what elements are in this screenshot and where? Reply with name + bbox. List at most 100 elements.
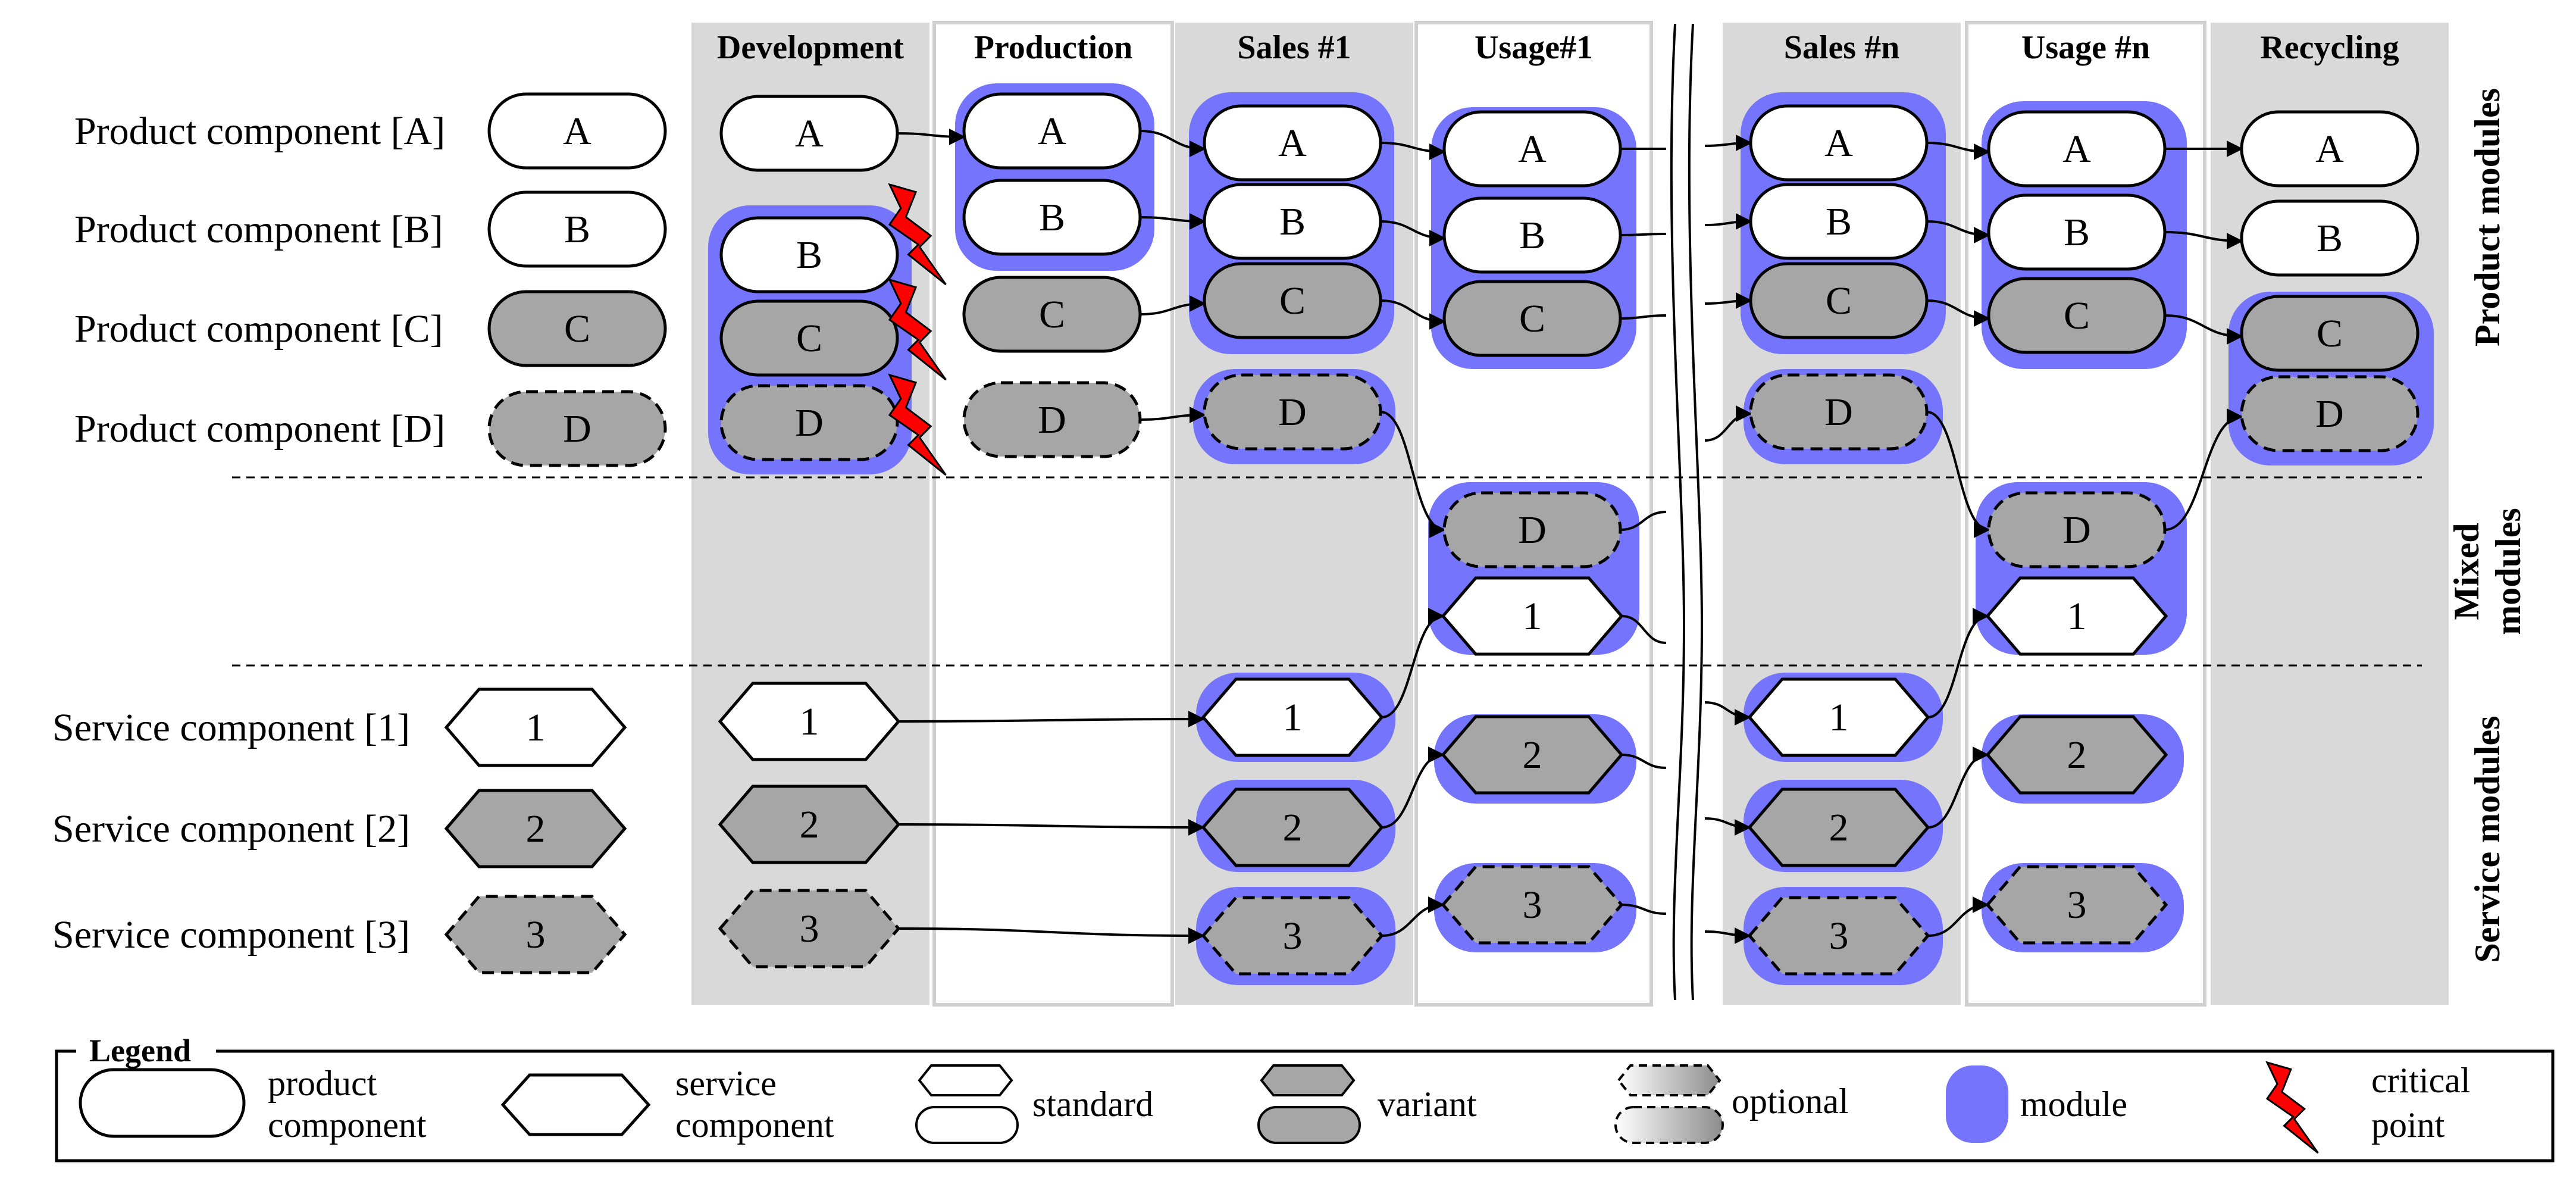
- component-2-1: 2: [718, 785, 901, 864]
- product-component-label-c: Product component [C]: [74, 307, 443, 351]
- svg-text:B: B: [2317, 217, 2343, 260]
- component-3-14: 3: [1985, 865, 2168, 945]
- connector-d-salesn-usagen: [1926, 411, 1990, 538]
- legend-variant-label: variant: [1378, 1085, 1477, 1124]
- svg-text:D: D: [1038, 398, 1066, 442]
- component-d-23: D: [1987, 491, 2167, 568]
- service-component-label-1: Service component [1]: [52, 706, 410, 749]
- component-a-24: A: [2240, 110, 2420, 188]
- connector-c-prod-sales1: [1140, 295, 1206, 315]
- lightning-bolt-icon-2: [888, 278, 947, 381]
- component-c-18: C: [1749, 262, 1929, 339]
- svg-text:C: C: [564, 307, 590, 351]
- connector-b-usagen-recycling: [2164, 231, 2243, 249]
- lightning-bolt-icon-3: [888, 373, 947, 476]
- svg-text:B: B: [1826, 200, 1852, 243]
- component-d-19: D: [1749, 373, 1929, 451]
- component-1-6: 1: [1441, 576, 1624, 656]
- svg-text:C: C: [1279, 279, 1306, 323]
- legend-product-c: C: [487, 290, 667, 367]
- svg-text:A: A: [1278, 121, 1307, 165]
- component-d-11: D: [1203, 373, 1382, 451]
- component-c-6: C: [962, 276, 1142, 353]
- component-d-15: D: [1442, 491, 1622, 568]
- component-b-1: B: [719, 216, 899, 293]
- connector-a-break-salesn: [1704, 135, 1752, 152]
- component-a-20: A: [1987, 110, 2167, 188]
- component-1-0: 1: [718, 682, 901, 761]
- column-header-1: Production: [974, 29, 1133, 66]
- service-component-label-2: Service component [2]: [52, 807, 410, 851]
- svg-text:2: 2: [1829, 806, 1849, 849]
- connector-c-usagen-recycling: [2164, 314, 2243, 345]
- svg-text:2: 2: [526, 807, 546, 851]
- component-c-14: C: [1442, 280, 1622, 357]
- svg-text:B: B: [1039, 196, 1065, 239]
- left-labels: Product component [A]Product component […: [52, 110, 445, 957]
- product-component-label-b: Product component [B]: [74, 208, 443, 251]
- legend-service-1: 1: [444, 688, 627, 767]
- connector-1-break-salesn: [1704, 701, 1751, 726]
- legend-standard-pill: [915, 1106, 1019, 1144]
- svg-text:2: 2: [800, 803, 819, 846]
- legend-product-line1: product: [268, 1064, 377, 1103]
- component-b-21: B: [1987, 193, 2167, 271]
- component-c-10: C: [1203, 262, 1382, 339]
- legend-critical-line2: point: [2371, 1105, 2445, 1145]
- connector-a-prod-sales1: [1140, 130, 1206, 157]
- component-c-2: C: [719, 299, 899, 377]
- legend-product-line2: component: [268, 1105, 427, 1145]
- connector-2-usage1-break: [1621, 754, 1667, 769]
- svg-text:D: D: [2062, 508, 2091, 552]
- connector-b-sales1-usage1: [1380, 220, 1446, 246]
- legend-optional-pill: [1614, 1106, 1724, 1144]
- svg-text:3: 3: [1523, 883, 1542, 927]
- legend-module-shape: [1946, 1065, 2008, 1143]
- svg-text:C: C: [1826, 279, 1852, 323]
- component-d-7: D: [962, 381, 1142, 458]
- svg-text:D: D: [1278, 390, 1307, 434]
- column-header-5: Usage #n: [2021, 29, 2150, 66]
- connector-d-break-salesn: [1704, 405, 1752, 442]
- connector-a-salesn-usagen: [1926, 142, 1990, 160]
- connector-1-dev-sales1: [898, 711, 1205, 728]
- svg-text:1: 1: [1829, 696, 1849, 739]
- svg-text:2: 2: [1523, 733, 1542, 777]
- legend-standard-label: standard: [1032, 1085, 1153, 1124]
- connector-b-break-salesn: [1704, 213, 1752, 230]
- svg-text:D: D: [1824, 390, 1853, 434]
- component-2-7: 2: [1441, 715, 1624, 795]
- connector-3-salesn-usagen: [1927, 896, 1989, 937]
- component-d-27: D: [2240, 375, 2420, 452]
- time-break: [1670, 23, 1704, 1001]
- component-1-12: 1: [1985, 576, 2168, 656]
- component-2-10: 2: [1747, 788, 1930, 867]
- connector-3-break-salesn: [1704, 927, 1751, 944]
- connector-b-salesn-usagen: [1926, 220, 1990, 243]
- label-mixed-modules-1: Mixed: [2447, 523, 2486, 620]
- connector-c-salesn-usagen: [1926, 299, 1990, 327]
- component-a-4: A: [962, 92, 1142, 170]
- column-header-3: Usage#1: [1475, 29, 1593, 66]
- lightning-bolt-icon: [2265, 1061, 2319, 1154]
- connector-a-dev-prod: [897, 128, 966, 145]
- connector-3-sales1-usage1: [1381, 896, 1445, 937]
- legend-standard-hex: [918, 1064, 1013, 1096]
- label-product-modules: Product modules: [2468, 88, 2507, 346]
- component-b-13: B: [1442, 196, 1622, 274]
- connector-c-break-salesn: [1704, 292, 1752, 310]
- column-header-4: Sales #n: [1784, 29, 1900, 66]
- component-d-3: D: [719, 384, 899, 461]
- svg-text:A: A: [2315, 127, 2344, 171]
- svg-text:C: C: [1039, 293, 1065, 336]
- label-service-modules: Service modules: [2468, 716, 2507, 963]
- component-3-2: 3: [718, 889, 901, 968]
- connector-1-sales1-usage1: [1381, 608, 1445, 718]
- component-b-5: B: [962, 179, 1142, 256]
- component-b-9: B: [1203, 183, 1382, 260]
- connector-b-usage1-break: [1620, 233, 1667, 236]
- lightning-bolt-icon-1: [888, 183, 947, 286]
- svg-text:D: D: [2315, 392, 2344, 436]
- legend-service-line1: service: [675, 1064, 777, 1103]
